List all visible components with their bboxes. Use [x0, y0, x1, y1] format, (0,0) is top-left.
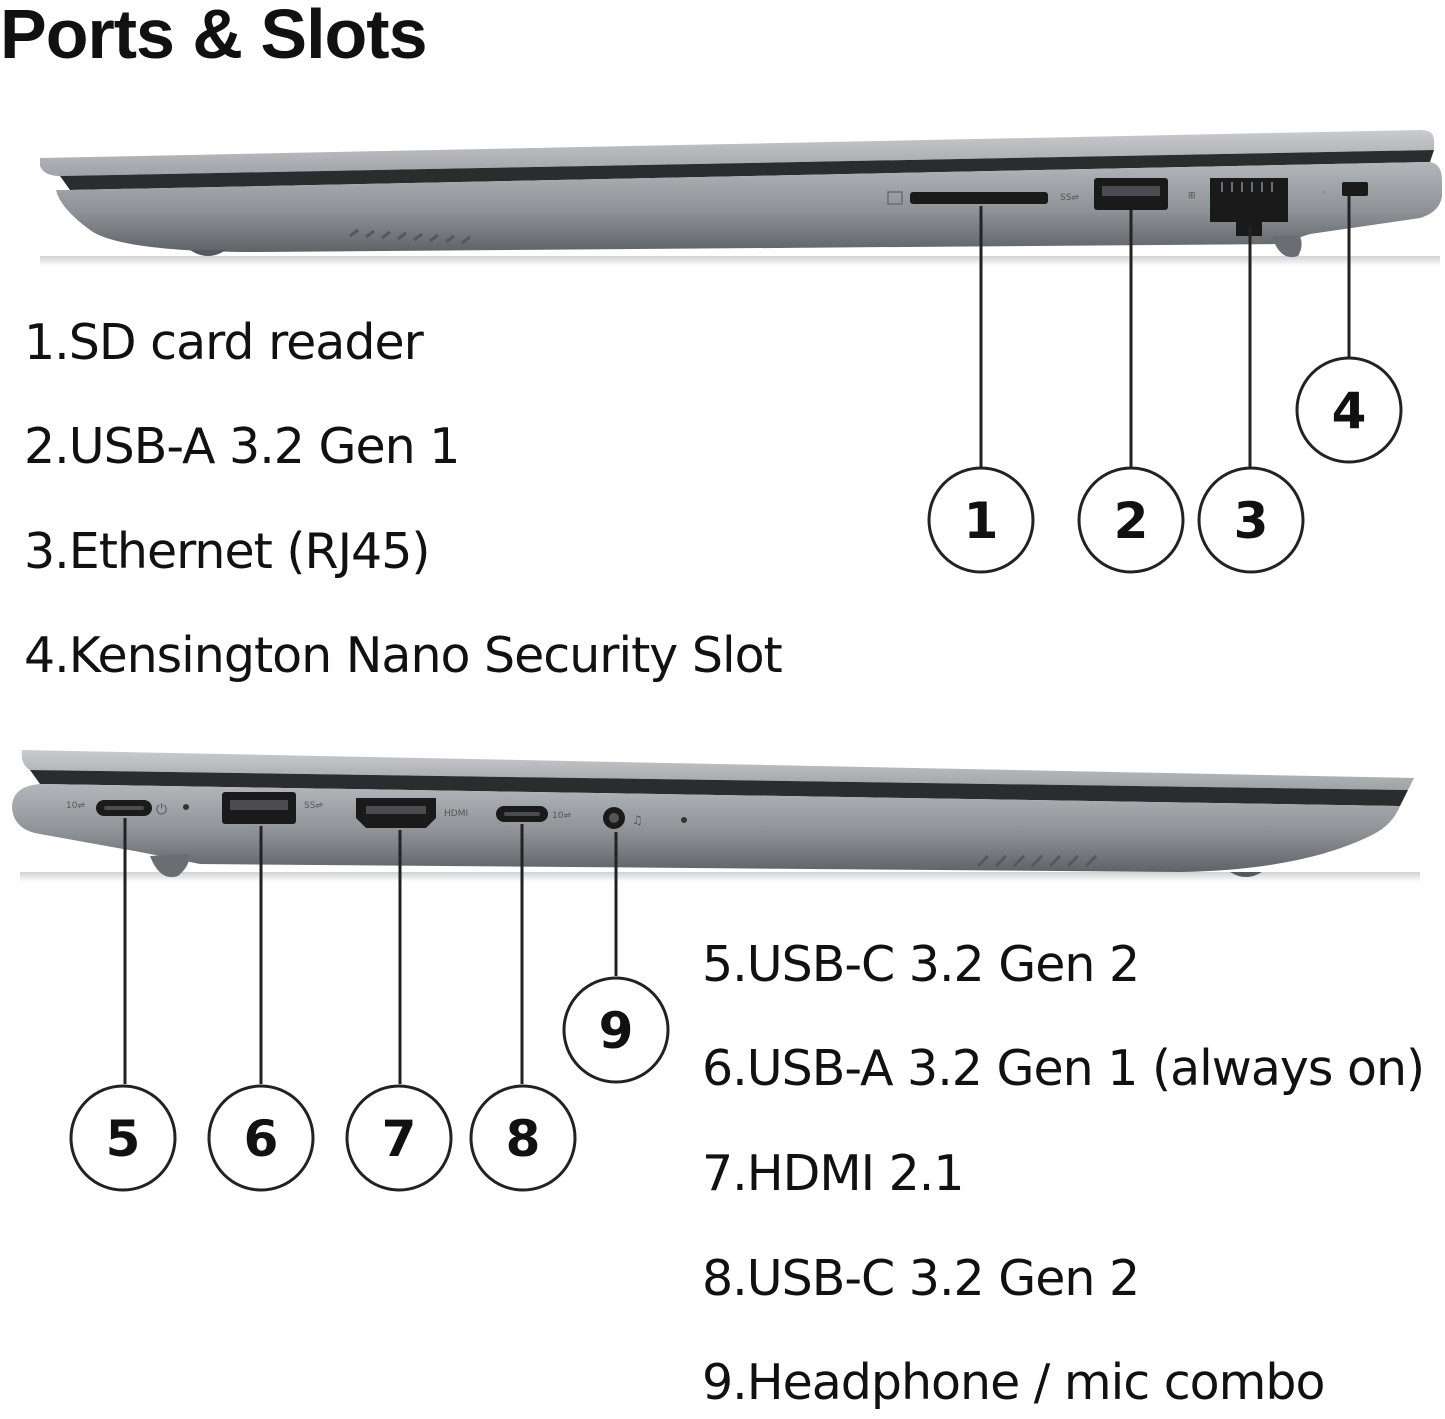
callout-4 — [1295, 356, 1403, 464]
hdmi-port[interactable]: HDMI — [356, 798, 468, 828]
speaker-vent — [976, 854, 1098, 868]
usb-a-port-right[interactable]: SS⇌ — [1060, 178, 1168, 210]
laptop-right-side: SS⇌ ⊞ ◦ — [40, 130, 1442, 266]
callout-number-3: 3 — [1234, 492, 1269, 550]
spec-item-sd-card: 1.SD card reader — [24, 314, 424, 371]
spec-item-usb-c-1: 5.USB-C 3.2 Gen 2 — [702, 936, 1140, 993]
callout-9 — [562, 976, 670, 1084]
sd-card-icon — [887, 191, 903, 205]
spec-item-usb-c-2: 8.USB-C 3.2 Gen 2 — [702, 1250, 1140, 1307]
usb-ss-charge-icon: SS⇌ — [304, 801, 323, 811]
callout-3 — [1197, 466, 1305, 574]
callout-number-8: 8 — [506, 1110, 541, 1168]
callout-circles — [69, 356, 1403, 1192]
usb-10g-icon: 10⇌ — [552, 811, 571, 821]
callout-2 — [1077, 466, 1185, 574]
callout-number-6: 6 — [244, 1110, 279, 1168]
callout-number-9: 9 — [599, 1002, 634, 1060]
callout-number-7: 7 — [382, 1110, 417, 1168]
spec-item-ethernet: 3.Ethernet (RJ45) — [24, 523, 430, 580]
callout-1 — [927, 466, 1035, 574]
callout-number-2: 2 — [1114, 492, 1149, 550]
charge-led-icon — [183, 804, 189, 810]
ethernet-port[interactable]: ⊞ — [1188, 178, 1288, 236]
usb-a-port-left[interactable]: SS⇌ — [222, 792, 323, 824]
mic-hole-icon — [681, 817, 687, 823]
spec-item-hdmi: 7.HDMI 2.1 — [702, 1145, 965, 1202]
power-plug-icon: ⏻ — [156, 802, 167, 818]
callout-7 — [345, 1084, 453, 1192]
leader-lines-top — [979, 196, 1351, 468]
spec-item-audio-combo: 9.Headphone / mic combo — [702, 1354, 1325, 1411]
callout-number-4: 4 — [1332, 382, 1367, 440]
callout-number-1: 1 — [964, 492, 999, 550]
network-icon: ⊞ — [1188, 191, 1196, 201]
page-title: Ports & Slots — [0, 0, 428, 73]
lock-icon: ◦ — [1322, 189, 1327, 199]
speaker-vent — [349, 228, 471, 245]
usb-c-port-data[interactable]: 10⇌ — [496, 806, 571, 822]
usb-10g-icon: 10⇌ — [66, 801, 85, 811]
hdmi-mark: HDMI — [444, 809, 468, 819]
spec-item-kensington: 4.Kensington Nano Security Slot — [24, 627, 783, 684]
laptop-left-side: 10⇌ ⏻ SS⇌ HDMI 10⇌ ♫ — [12, 750, 1420, 882]
callout-number-5: 5 — [106, 1110, 141, 1168]
audio-jack[interactable]: ♫ — [603, 807, 687, 829]
sd-card-slot[interactable] — [887, 191, 1048, 205]
usb-ss-icon: SS⇌ — [1060, 193, 1079, 203]
callout-5 — [69, 1084, 177, 1192]
usb-c-port-power[interactable]: 10⇌ ⏻ — [66, 800, 189, 818]
callout-8 — [469, 1084, 577, 1192]
headphone-icon: ♫ — [632, 813, 643, 827]
callout-6 — [207, 1084, 315, 1192]
spec-item-usb-a-always-on: 6.USB-A 3.2 Gen 1 (always on) — [702, 1040, 1425, 1097]
leader-lines-bottom — [123, 818, 618, 1084]
spec-item-usb-a: 2.USB-A 3.2 Gen 1 — [24, 418, 460, 475]
kensington-slot[interactable]: ◦ — [1322, 182, 1368, 199]
